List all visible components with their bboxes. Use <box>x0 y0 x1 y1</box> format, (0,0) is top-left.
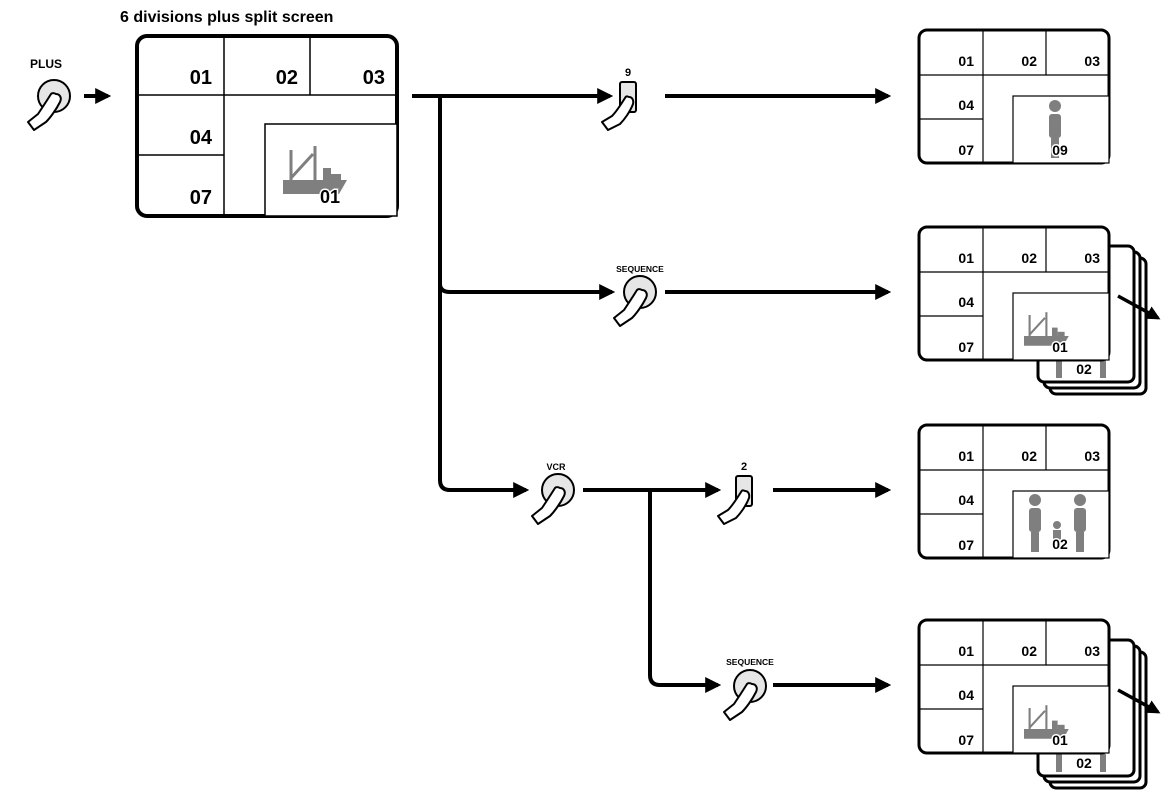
cell-label: 04 <box>958 294 974 310</box>
result-screen-stacked: 02 01 02 03 04 07 01 <box>917 225 1161 396</box>
cell-label: 01 <box>958 643 974 659</box>
hand-pointer-icon <box>531 473 575 525</box>
vcr-button[interactable]: VCR <box>531 462 575 525</box>
plus-label: PLUS <box>30 57 62 71</box>
number-2-button[interactable]: 2 <box>717 461 753 525</box>
cell-label: 01 <box>958 250 974 266</box>
cell-label: 07 <box>958 537 974 553</box>
button-label: SEQUENCE <box>616 264 664 274</box>
cell-label: 03 <box>1084 643 1100 659</box>
hand-pointer-icon <box>27 79 71 131</box>
cell-label: 04 <box>958 492 974 508</box>
main-screen: 01 02 03 04 07 01 <box>135 34 399 218</box>
button-label: SEQUENCE <box>726 657 774 667</box>
hand-key-icon <box>717 475 753 525</box>
cell-label: 02 <box>1021 53 1037 69</box>
button-label: VCR <box>546 462 566 472</box>
back-view-label: 02 <box>1076 755 1092 771</box>
cell-label: 07 <box>958 142 974 158</box>
connector-lines <box>412 88 892 693</box>
cell-label: 04 <box>190 127 213 149</box>
large-view-label: 09 <box>1052 142 1068 158</box>
cell-label: 01 <box>958 448 974 464</box>
result-screen-stacked: 02 01 02 03 04 07 01 <box>917 618 1161 790</box>
cell-label: 02 <box>1021 250 1037 266</box>
result-screen: 01 02 03 04 07 09 <box>917 28 1111 165</box>
arrow-icon <box>1117 688 1161 714</box>
button-label: 9 <box>625 67 631 79</box>
cell-label: 02 <box>1021 448 1037 464</box>
cell-label: 01 <box>958 53 974 69</box>
large-view-label: 01 <box>320 187 340 207</box>
back-view-label: 02 <box>1076 361 1092 377</box>
large-view-label: 01 <box>1052 339 1068 355</box>
page-title: 6 divisions plus split screen <box>120 9 333 26</box>
hand-pointer-icon <box>613 275 657 327</box>
hand-pointer-icon <box>723 669 767 721</box>
cell-label: 07 <box>190 187 212 209</box>
cell-label: 07 <box>958 732 974 748</box>
sequence-button[interactable]: SEQUENCE <box>613 264 664 327</box>
cell-label: 04 <box>958 687 974 703</box>
plus-button[interactable]: PLUS <box>27 57 71 131</box>
cell-label: 03 <box>1084 250 1100 266</box>
number-9-button[interactable]: 9 <box>601 67 637 131</box>
cell-label: 07 <box>958 339 974 355</box>
large-view-label: 01 <box>1052 732 1068 748</box>
large-view-label: 02 <box>1052 536 1068 552</box>
cell-label: 01 <box>190 67 212 89</box>
hand-key-icon <box>601 81 637 131</box>
cell-label: 04 <box>958 97 974 113</box>
cell-label: 03 <box>1084 448 1100 464</box>
cell-label: 02 <box>276 67 298 89</box>
result-screen: 01 02 03 04 07 02 <box>917 423 1111 560</box>
cell-label: 03 <box>1084 53 1100 69</box>
cell-label: 02 <box>1021 643 1037 659</box>
sequence-button[interactable]: SEQUENCE <box>723 657 774 721</box>
cell-label: 03 <box>363 67 385 89</box>
arrow-icon <box>1117 294 1161 320</box>
family-icon <box>1029 494 1086 552</box>
button-label: 2 <box>741 461 747 473</box>
